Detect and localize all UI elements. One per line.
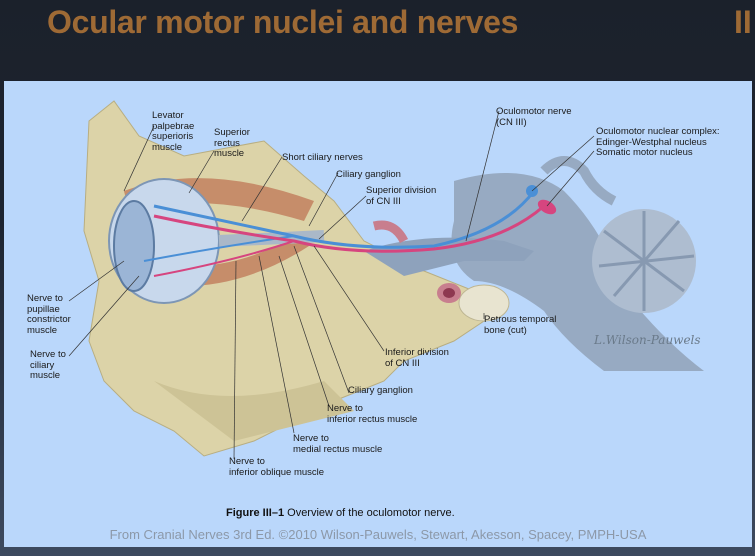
caption-text: Overview of the oculomotor nerve.: [284, 507, 455, 519]
label-levator: Levator palpebrae superioris muscle: [152, 110, 195, 153]
caption-label: Figure III–1: [226, 507, 285, 519]
label-nerve-ciliary-muscle: Nerve to ciliary muscle: [30, 349, 66, 381]
label-ciliary-ganglion-bottom: Ciliary ganglion: [348, 385, 413, 396]
label-nerve-pupillae: Nerve to pupillae constrictor muscle: [27, 293, 71, 336]
slide-title-overflow: II: [734, 4, 752, 40]
label-superior-division: Superior division of CN III: [366, 185, 437, 207]
artist-signature: L.Wilson-Pauwels: [594, 333, 701, 347]
label-oculomotor-nerve: Oculomotor nerve (CN III): [496, 106, 572, 128]
label-inferior-division: Inferior division of CN III: [385, 347, 449, 369]
label-ciliary-ganglion-top: Ciliary ganglion: [336, 169, 401, 180]
label-nerve-inferior-rectus: Nerve to inferior rectus muscle: [327, 403, 418, 425]
label-nerve-inferior-oblique: Nerve to inferior oblique muscle: [229, 456, 325, 478]
slide-title: Ocular motor nuclei and nerves: [47, 4, 519, 40]
label-nerve-medial-rectus: Nerve to medial rectus muscle: [293, 433, 383, 455]
oculomotor-illustration: [68, 100, 704, 460]
label-nuclear-complex: Oculomotor nuclear complex: Edinger-West…: [596, 126, 720, 158]
label-superior-rectus: Superior rectus muscle: [214, 127, 250, 159]
figure-caption: Figure III–1 Overview of the oculomotor …: [226, 507, 455, 519]
label-petrous-bone: Petrous temporal bone (cut): [484, 314, 557, 336]
figure-panel: Levator palpebrae superioris muscle Supe…: [4, 81, 752, 547]
somatic-nerve-path: [153, 190, 536, 249]
source-credit: From Cranial Nerves 3rd Ed. ©2010 Wilson…: [109, 527, 647, 542]
brain-shape: [451, 173, 704, 371]
label-short-ciliary-nerves: Short ciliary nerves: [282, 152, 363, 163]
parasympathetic-nerve-path: [153, 204, 545, 253]
